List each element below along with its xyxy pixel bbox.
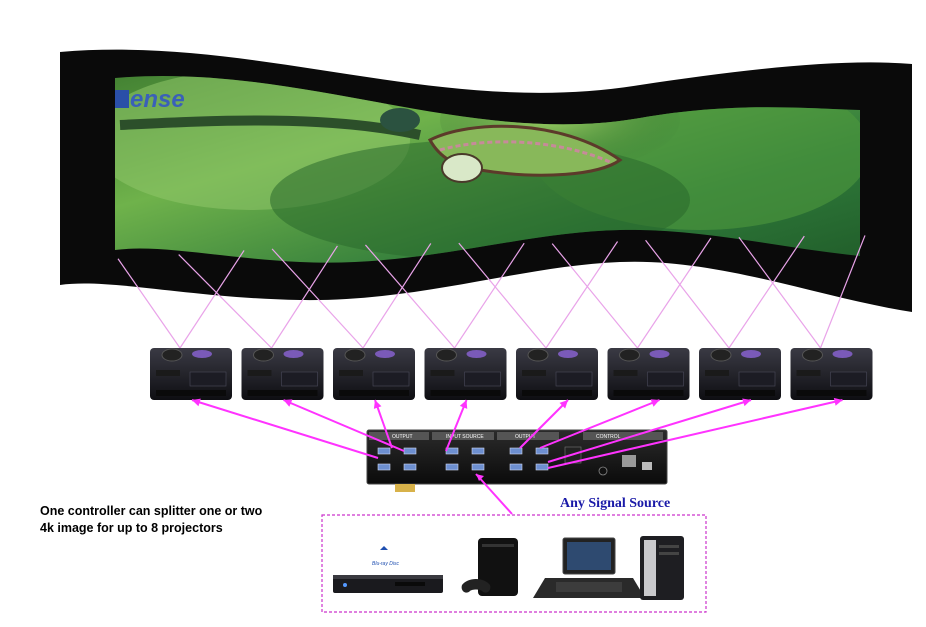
signal-link-line: [519, 399, 569, 449]
beam-line: [545, 241, 619, 349]
beam-line: [179, 250, 245, 349]
signal-link-line: [445, 399, 468, 452]
arrowhead: [650, 399, 660, 407]
beam-line: [117, 258, 181, 349]
controller-section-label: OUTPUT: [515, 434, 536, 440]
beam-line: [178, 254, 272, 349]
splitter-controller: OUTPUT INPUT SOURCE OUTPUT CONTROL: [366, 429, 668, 492]
signal-source-label: Any Signal Source: [560, 496, 671, 511]
bluray-logo: Blu-ray Disc: [372, 561, 399, 567]
laptop-icon: [533, 537, 645, 598]
controller-section-label: CONTROL: [596, 434, 621, 440]
arrowhead: [476, 474, 484, 481]
projector-icon: [607, 348, 690, 400]
beam-line: [362, 243, 432, 349]
signal-link-line: [283, 399, 405, 452]
screen-logo-mark: [115, 90, 129, 108]
controller-section-label: OUTPUT: [392, 434, 413, 440]
signal-source-box: [321, 514, 707, 613]
arrowhead: [192, 398, 201, 407]
source-link-line: [475, 473, 513, 515]
beam-line: [728, 235, 805, 349]
beam-line: [637, 237, 712, 349]
beam-line: [738, 236, 821, 349]
beam-line: [819, 235, 866, 349]
signal-link-line: [374, 399, 393, 449]
beam-line: [458, 242, 547, 349]
projector-icon: [424, 348, 507, 400]
caption: One controller can splitter one or two 4…: [40, 503, 310, 537]
projector-icon: [699, 348, 781, 400]
arrowhead: [373, 400, 382, 409]
arrowhead: [559, 400, 568, 409]
pc-tower-icon: [640, 536, 684, 600]
blu-ray-player-icon: Blu-ray Disc: [333, 546, 443, 593]
projector-icon: [790, 348, 873, 400]
beam-line: [364, 244, 455, 349]
screen-logo-text: ense: [130, 86, 185, 113]
projector-icon: [333, 348, 415, 400]
caption-line: One controller can splitter one or two: [40, 504, 263, 518]
beam-line: [270, 245, 338, 349]
signal-link-line: [191, 399, 379, 459]
beam-line: [271, 248, 364, 349]
game-console-icon: [461, 538, 518, 596]
arrowhead: [459, 400, 468, 409]
signal-links: [191, 397, 843, 515]
caption-line: 4k image for up to 8 projectors: [40, 521, 223, 535]
beam-line: [551, 243, 638, 349]
projector-icon: [241, 348, 324, 400]
signal-link-line: [539, 399, 660, 449]
arrowhead: [742, 398, 751, 407]
arrowhead: [833, 397, 843, 406]
projector-icon: [150, 348, 232, 400]
projector-beams: [117, 235, 866, 349]
beam-line: [454, 242, 525, 349]
arrowhead: [283, 399, 293, 407]
signal-link-line: [547, 399, 752, 463]
beam-line: [645, 239, 730, 349]
signal-link-line: [547, 399, 843, 469]
projector-icon: [516, 348, 598, 400]
controller-section-label: INPUT SOURCE: [446, 434, 484, 440]
projector-row: [150, 348, 873, 400]
